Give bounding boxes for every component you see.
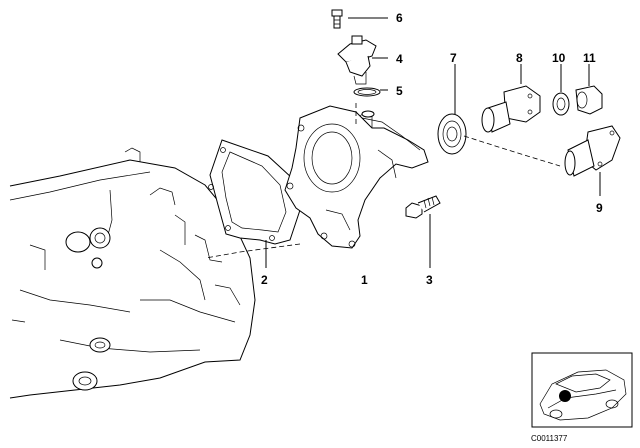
collar-nut bbox=[575, 85, 603, 115]
sensor-screw bbox=[331, 9, 343, 29]
hex-bolt bbox=[405, 195, 441, 219]
callout-6: 6 bbox=[396, 11, 403, 25]
callout-1: 1 bbox=[361, 273, 368, 287]
callout-10: 10 bbox=[552, 51, 566, 65]
callout-8: 8 bbox=[516, 51, 523, 65]
callout-5: 5 bbox=[396, 84, 403, 98]
callout-9: 9 bbox=[596, 201, 603, 215]
location-marker bbox=[559, 390, 571, 402]
callout-3: 3 bbox=[426, 273, 433, 287]
leader-lines bbox=[265, 17, 601, 268]
callout-4: 4 bbox=[396, 52, 403, 66]
speed-sensor bbox=[337, 35, 377, 85]
reference-code: C0011377 bbox=[531, 434, 568, 443]
callout-2: 2 bbox=[261, 273, 268, 287]
callout-7: 7 bbox=[450, 51, 457, 65]
washer bbox=[552, 92, 570, 116]
transmission-case bbox=[9, 147, 256, 399]
extension-housing bbox=[284, 105, 429, 249]
gasket bbox=[208, 139, 301, 245]
car-locator-inset bbox=[531, 352, 633, 428]
output-flange-alt bbox=[564, 125, 621, 177]
shaft-seal bbox=[437, 113, 467, 155]
callout-11: 11 bbox=[583, 51, 596, 65]
output-flange bbox=[481, 85, 541, 133]
